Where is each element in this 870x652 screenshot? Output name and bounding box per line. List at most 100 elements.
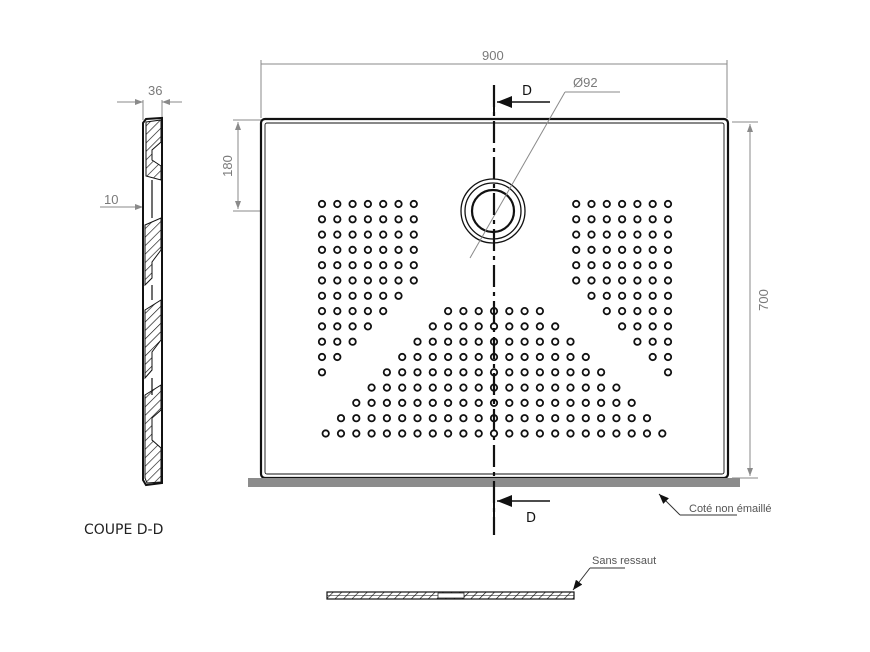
drain-hole-dot <box>648 276 657 285</box>
drain-hole-dot <box>413 337 422 346</box>
drain-hole-dot <box>474 322 483 331</box>
drain-hole-dot <box>317 291 327 300</box>
drain-hole-dot <box>379 291 388 300</box>
drain-hole-dot <box>333 337 342 346</box>
drain-hole-dot <box>663 352 673 362</box>
drain-hole-dot <box>367 414 376 423</box>
drain-hole-dot <box>428 368 437 377</box>
drain-hole-dot <box>363 322 372 331</box>
unenamelled-leader <box>658 493 737 516</box>
drain-hole-dot <box>617 245 627 254</box>
drain-hole-dot <box>474 398 483 407</box>
dimension-36 <box>117 99 182 120</box>
drain-hole-dot <box>520 398 529 407</box>
drain-hole-dot <box>520 368 529 377</box>
drain-hole-dot <box>551 383 560 392</box>
drain-hole-dot <box>648 230 657 239</box>
drain-hole-dot <box>428 352 437 362</box>
drain-hole-dot <box>398 429 407 438</box>
drain-hole-dot <box>612 429 621 438</box>
drain-hole-dot <box>633 245 642 254</box>
drain-hole-dot <box>551 429 560 438</box>
drain-hole-dot <box>566 414 575 423</box>
drain-hole-dot <box>317 306 327 316</box>
drain-hole-dot <box>489 398 499 407</box>
drain-hole-dot <box>535 306 545 316</box>
drain-hole-dot <box>505 383 514 392</box>
drain-hole-dot <box>627 398 636 407</box>
drain-hole-dot <box>642 414 652 423</box>
drain-hole-dot <box>363 245 372 254</box>
drain-hole-dot <box>348 276 357 285</box>
drain-hole-dot <box>566 368 575 377</box>
drain-hole-dot <box>566 337 575 346</box>
drain-hole-dot <box>459 306 468 316</box>
drain-hole-dot <box>379 276 388 285</box>
drain-hole-dot <box>409 276 418 285</box>
drain-hole-dot <box>317 230 327 239</box>
side-profile: Sans ressaut <box>326 555 656 600</box>
dimension-700 <box>732 121 758 479</box>
drain-hole-dot <box>459 398 468 407</box>
drain-hole-dot <box>505 429 514 438</box>
drain-hole-dot <box>581 398 590 407</box>
drain-hole-dot <box>602 306 611 316</box>
dimension-10-label: 10 <box>104 192 118 207</box>
drain-hole-dot <box>648 322 657 331</box>
drain-hole-dot <box>581 352 590 362</box>
drain-hole-dot <box>633 322 642 331</box>
drain-hole-dot <box>663 245 673 254</box>
drain-hole-dot <box>459 352 468 362</box>
drain-hole-dot <box>352 414 361 423</box>
drain-hole-dot <box>394 215 403 224</box>
drain-hole-dot <box>367 383 376 392</box>
drain-hole-dot <box>409 230 418 239</box>
drain-hole-dot <box>348 230 357 239</box>
drain-hole-dot <box>317 261 327 270</box>
drain-hole-dot <box>333 291 342 300</box>
drain-hole-dot <box>617 322 627 331</box>
drain-hole-dot <box>581 368 590 377</box>
drain-hole-dot <box>648 337 657 346</box>
drain-hole-dot <box>596 414 606 423</box>
drain-hole-dot <box>394 291 403 300</box>
drain-hole-dot <box>566 352 575 362</box>
drain-hole-dot <box>551 398 560 407</box>
drain-hole-dot <box>572 199 581 209</box>
drain-hole-dot <box>474 414 483 423</box>
drain-hole-dot <box>409 215 418 224</box>
drain-hole-dot <box>443 337 453 346</box>
drain-hole-dot <box>348 215 357 224</box>
drain-hole-dot <box>587 215 596 224</box>
drain-hole-dot <box>379 230 388 239</box>
drain-hole-dot <box>409 245 418 254</box>
drain-hole-dot <box>474 337 483 346</box>
drain-hole-dot <box>317 199 327 209</box>
drain-hole-dot <box>612 414 621 423</box>
drain-hole-dot <box>348 322 357 331</box>
drain-hole-dot <box>443 368 453 377</box>
dimension-180-label: 180 <box>220 155 235 177</box>
drain-hole-dot <box>367 398 376 407</box>
drain-hole-dot <box>382 368 391 377</box>
plan-view: 900 700 180 <box>220 48 772 535</box>
drain-hole-dot <box>617 261 627 270</box>
drain-hole-dot <box>348 245 357 254</box>
drain-hole-dot <box>633 199 642 209</box>
drain-hole-dot <box>413 368 422 377</box>
drain-hole-dot <box>648 306 657 316</box>
drain-hole-dot <box>317 368 327 377</box>
drain-hole-dot <box>520 429 529 438</box>
drain-hole-dot <box>443 306 453 316</box>
drain-hole-dot <box>317 352 327 362</box>
drain-hole-dot <box>428 337 437 346</box>
drain-hole-dot <box>663 337 673 346</box>
drain-hole-dot <box>596 398 606 407</box>
drain-hole-dot <box>633 337 642 346</box>
drain-hole-dot <box>587 276 596 285</box>
section-letter-bottom: D <box>526 511 536 526</box>
drain-hole-dot <box>520 337 529 346</box>
drain-hole-dot <box>633 291 642 300</box>
drain-hole-dot <box>333 230 342 239</box>
drain-hole-dot <box>572 245 581 254</box>
